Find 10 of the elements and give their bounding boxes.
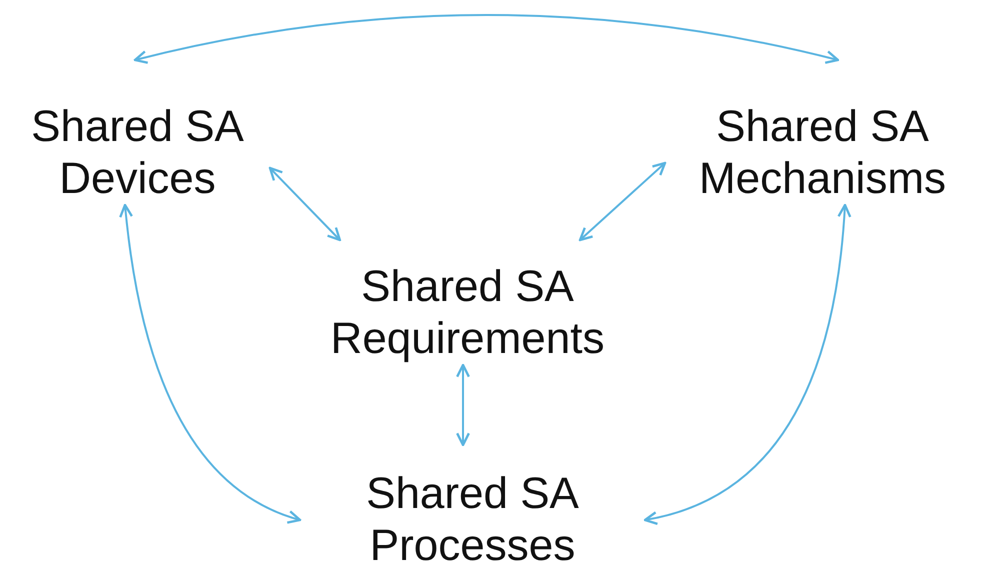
node-label: Shared SA Mechanisms xyxy=(698,101,947,205)
double-arrow xyxy=(119,204,302,523)
double-arrow xyxy=(578,162,666,242)
node-label: Shared SA Devices xyxy=(30,101,245,205)
double-arrow xyxy=(268,166,342,242)
double-arrow xyxy=(134,14,840,64)
double-arrow xyxy=(456,364,470,446)
node-label: Shared SA Processes xyxy=(365,468,580,572)
double-arrow xyxy=(644,204,852,524)
node-label: Shared SA Requirements xyxy=(330,261,606,365)
